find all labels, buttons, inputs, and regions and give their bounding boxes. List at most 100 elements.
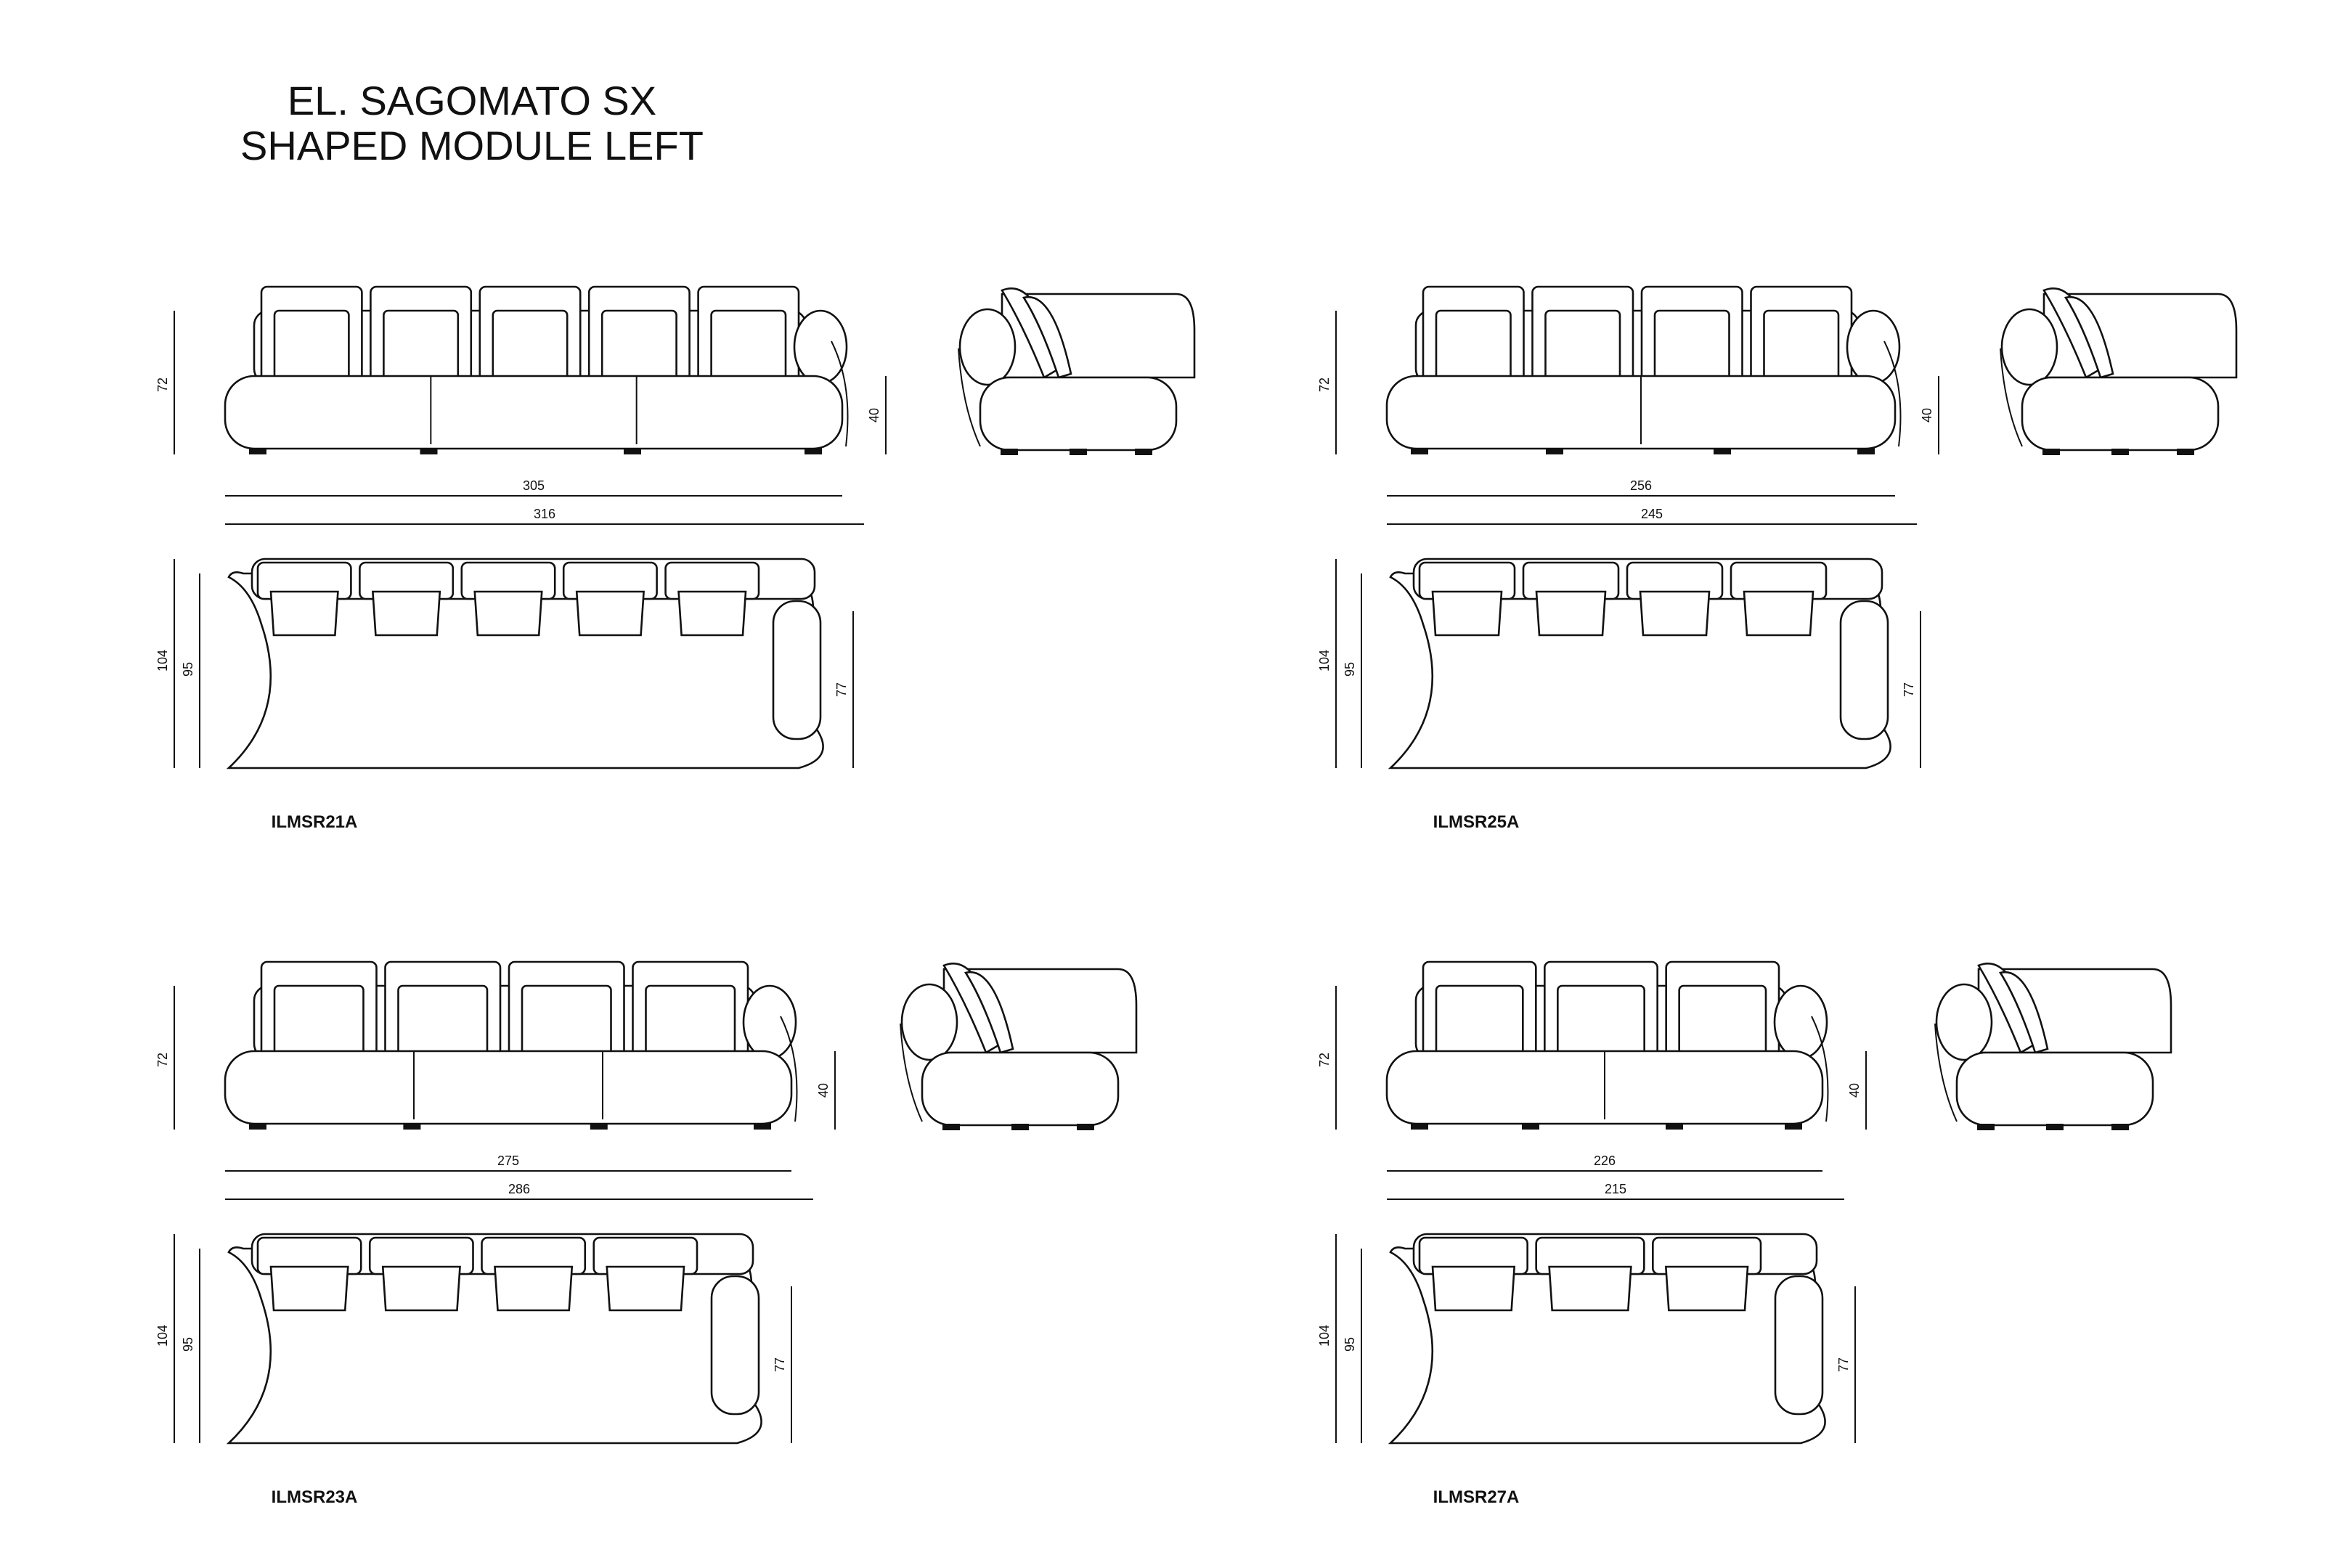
arm-shell <box>831 340 849 447</box>
product-code: ILMSR21A <box>272 812 358 832</box>
back-cushion-face <box>600 309 677 385</box>
back-cushion-face <box>1435 984 1524 1060</box>
side-view <box>900 963 1138 1130</box>
foot <box>1411 448 1428 454</box>
dim-width-inner: 256 <box>1630 478 1652 493</box>
product-code: ILMSR25A <box>1433 812 1520 832</box>
dim-width-outer: 286 <box>508 1182 530 1196</box>
plan-cushion-top <box>677 590 747 637</box>
back-cushion-face <box>1557 984 1645 1060</box>
foot <box>403 1123 421 1130</box>
side-view <box>1934 963 2172 1130</box>
arm-shell <box>1811 1016 1829 1122</box>
back-cushion-face <box>1544 309 1621 385</box>
dim-width-inner: 305 <box>523 478 545 493</box>
plan-cushion-top <box>1431 590 1503 637</box>
dim-height: 72 <box>1317 1053 1332 1067</box>
dim-seat-height: 40 <box>1920 408 1934 422</box>
foot <box>624 448 641 454</box>
plan-armrest <box>772 600 822 740</box>
front-view: 72 40 226 215 <box>1317 960 1867 1200</box>
dim-depth: 104 <box>155 650 170 671</box>
side-seat <box>1955 1051 2154 1127</box>
foot <box>2111 1124 2129 1130</box>
foot <box>1857 448 1875 454</box>
side-bolster <box>1935 983 1993 1061</box>
side-bolster <box>2000 308 2058 386</box>
back-cushion-face <box>1678 984 1767 1060</box>
plan-cushion-top <box>372 590 441 637</box>
bolster-end <box>742 984 797 1060</box>
foot <box>1135 449 1152 455</box>
plan-armrest <box>1774 1275 1824 1416</box>
foot <box>1977 1124 1995 1130</box>
arm-shell <box>1883 340 1902 447</box>
back-cushion-face <box>521 984 612 1060</box>
back-cushion-face <box>273 984 364 1060</box>
side-seat <box>979 376 1178 452</box>
foot <box>2042 449 2060 455</box>
back-cushion-face <box>273 309 350 385</box>
dim-depth: 104 <box>1317 1325 1332 1347</box>
front-view: 72 40 275 286 <box>155 960 836 1200</box>
side-seat <box>2021 376 2220 452</box>
foot <box>420 448 438 454</box>
plan-cushion-top <box>269 1265 349 1312</box>
title-line-1: EL. SAGOMATO SX <box>288 78 656 123</box>
plan-cushion-top <box>1535 590 1607 637</box>
foot <box>249 448 266 454</box>
side-bolster <box>958 308 1017 386</box>
foot <box>1666 1123 1683 1130</box>
dim-width-outer: 215 <box>1605 1182 1626 1196</box>
foot <box>1411 1123 1428 1130</box>
foot <box>590 1123 608 1130</box>
plan-cushion-top <box>1743 590 1814 637</box>
side-view <box>2000 287 2238 455</box>
dim-armrest: 77 <box>834 682 849 697</box>
back-cushion-face <box>645 984 736 1060</box>
dim-seat-height: 40 <box>1847 1083 1862 1098</box>
dim-depth-inner: 95 <box>1343 1337 1357 1352</box>
foot <box>1011 1124 1029 1130</box>
arm-shell <box>780 1016 798 1122</box>
dim-width-inner: 275 <box>497 1153 519 1168</box>
dim-height: 72 <box>155 377 170 392</box>
product-code: ILMSR27A <box>1433 1487 1520 1507</box>
dim-height: 72 <box>155 1053 170 1067</box>
bolster-end <box>793 309 848 385</box>
plan-cushion-top <box>606 1265 685 1312</box>
dim-depth: 104 <box>155 1325 170 1347</box>
foot <box>1546 448 1563 454</box>
plan-cushion-top <box>494 1265 574 1312</box>
foot <box>942 1124 960 1130</box>
plan-cushion-top <box>269 590 339 637</box>
side-seat <box>921 1051 1120 1127</box>
dim-seat-height: 40 <box>816 1083 831 1098</box>
dim-height: 72 <box>1317 377 1332 392</box>
bolster-end <box>1846 309 1901 385</box>
seat-block <box>224 375 844 450</box>
plan-cushion-top <box>1548 1265 1632 1312</box>
title-line-2: SHAPED MODULE LEFT <box>240 123 704 168</box>
dim-width-inner: 226 <box>1594 1153 1616 1168</box>
bolster-end <box>1773 984 1828 1060</box>
plan-cushion-top <box>381 1265 461 1312</box>
foot <box>2111 449 2129 455</box>
side-view <box>958 287 1196 455</box>
side-pillow-2 <box>964 971 1014 1054</box>
foot <box>1714 448 1731 454</box>
side-shell <box>1934 1023 1958 1122</box>
back-cushion-face <box>383 309 460 385</box>
foot <box>805 448 822 454</box>
